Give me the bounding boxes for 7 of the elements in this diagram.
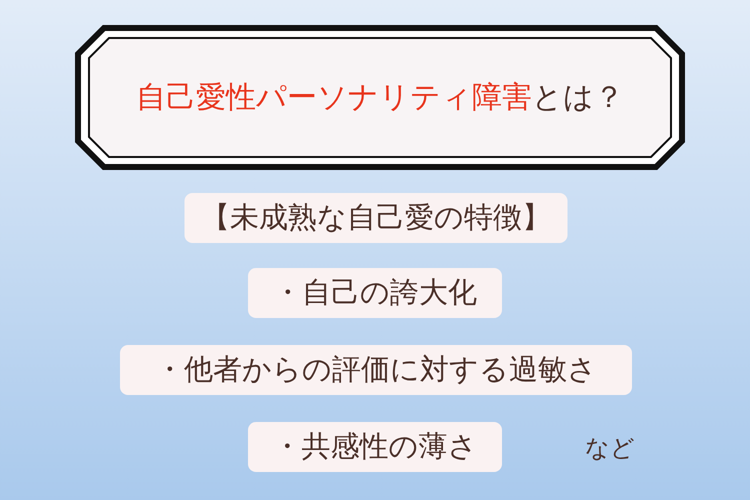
list-item: ・自己の誇大化 <box>248 268 502 318</box>
heading-label: 【未成熟な自己愛の特徴】 <box>184 193 568 243</box>
note-text: など <box>585 433 635 464</box>
list-item: ・他者からの評価に対する過敏さ <box>120 345 632 395</box>
title-text: 自己愛性パーソナリティ障害 <box>136 80 532 115</box>
title-suffix: とは？ <box>532 80 624 115</box>
list-item: ・共感性の薄さ <box>248 422 502 472</box>
